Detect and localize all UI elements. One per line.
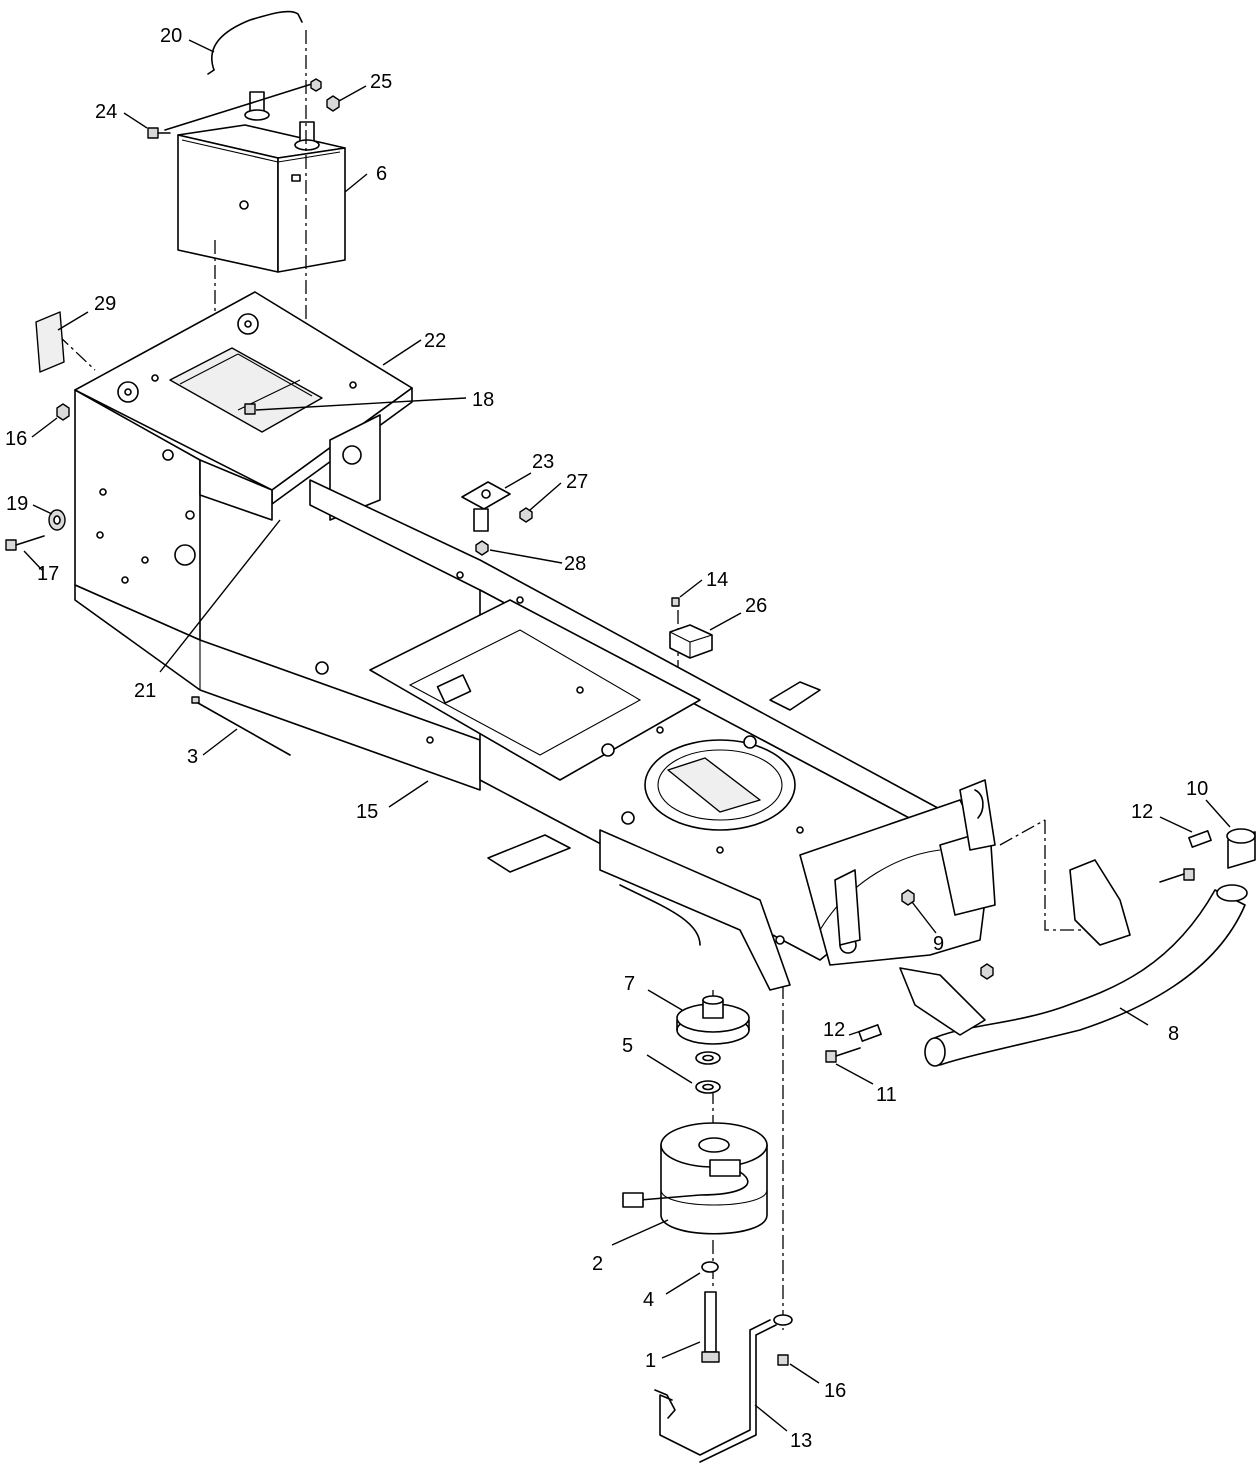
callout-16-bottom: 16 — [824, 1380, 846, 1402]
washer — [695, 1051, 721, 1094]
axle-bolt — [825, 868, 1195, 1063]
relay-screw — [671, 597, 680, 607]
main-frame — [74, 479, 996, 991]
callout-21: 21 — [134, 680, 156, 702]
battery-bolt — [147, 127, 171, 139]
battery-nut — [310, 78, 340, 112]
callout-15: 15 — [356, 801, 378, 823]
callout-12-right: 12 — [1131, 801, 1153, 823]
callout-24: 24 — [95, 101, 117, 123]
callout-22: 22 — [424, 330, 446, 352]
leader-lines — [23, 39, 1231, 1432]
switch-screw — [519, 507, 533, 523]
pivot-pin — [858, 830, 1212, 1042]
lock-washer — [701, 1261, 719, 1273]
alignment-lines — [57, 30, 1095, 1330]
electric-pto-clutch — [622, 1122, 768, 1235]
battery-hold-down-rod — [207, 10, 303, 75]
clutch-bracket — [654, 1314, 793, 1463]
callout-2: 2 — [592, 1253, 603, 1275]
callout-20: 20 — [160, 25, 182, 47]
callout-3: 3 — [187, 746, 198, 768]
shoulder-bolt — [5, 535, 45, 551]
callout-27: 27 — [566, 471, 588, 493]
callout-labels: 20 24 25 6 29 22 18 16 19 17 23 27 28 14… — [5, 25, 1208, 1452]
front-bumper — [899, 859, 1248, 1067]
spacer — [48, 509, 66, 531]
callout-7: 7 — [624, 973, 635, 995]
callout-9: 9 — [933, 933, 944, 955]
frame-left-plate — [74, 389, 381, 641]
relay — [669, 624, 713, 659]
battery — [164, 81, 346, 273]
callout-12-left: 12 — [823, 1019, 845, 1041]
carriage-bolt — [244, 403, 256, 415]
callout-25: 25 — [370, 71, 392, 93]
flange-nut — [56, 403, 70, 421]
bracket-bolt — [777, 1354, 789, 1366]
callout-11: 11 — [876, 1084, 897, 1106]
cable-tie — [191, 696, 291, 756]
callout-4: 4 — [643, 1289, 654, 1311]
decal — [35, 311, 65, 373]
callout-17: 17 — [37, 563, 59, 585]
callout-19: 19 — [6, 493, 28, 515]
callout-10: 10 — [1186, 778, 1208, 800]
switch-nut — [475, 540, 489, 556]
callout-23: 23 — [532, 451, 554, 473]
callout-16-top: 16 — [5, 428, 27, 450]
callout-8: 8 — [1168, 1023, 1179, 1045]
callout-18: 18 — [472, 389, 494, 411]
callout-6: 6 — [376, 163, 387, 185]
seat-switch — [461, 481, 511, 532]
clutch-bolt — [701, 1291, 720, 1363]
callout-14: 14 — [706, 569, 728, 591]
callout-1: 1 — [645, 1350, 656, 1372]
pulley — [676, 995, 750, 1045]
axle-bushing — [1226, 828, 1256, 869]
callout-13: 13 — [790, 1430, 812, 1452]
callout-29: 29 — [94, 293, 116, 315]
callout-5: 5 — [622, 1035, 633, 1057]
axle-nut — [901, 889, 994, 980]
callout-28: 28 — [564, 553, 586, 575]
callout-26: 26 — [745, 595, 767, 617]
